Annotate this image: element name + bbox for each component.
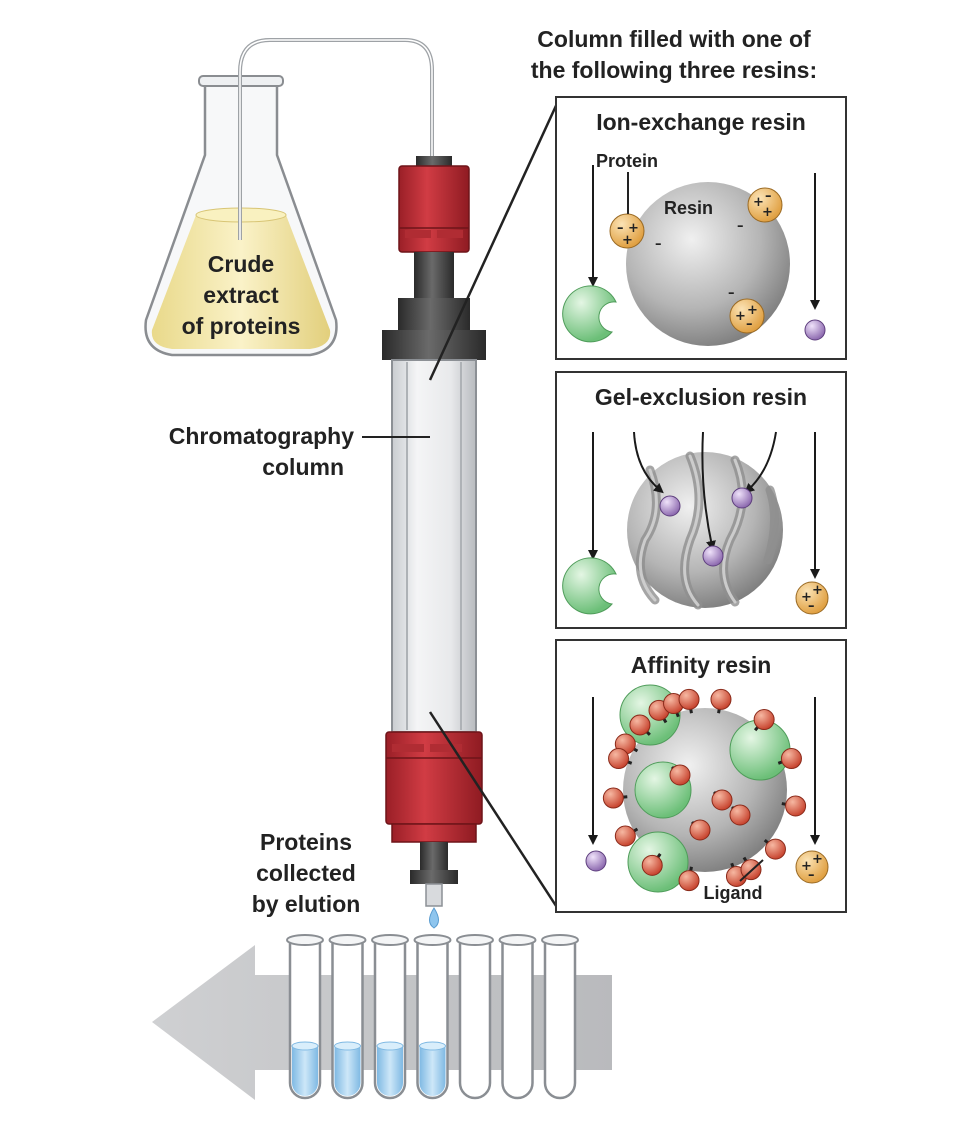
svg-text:+: + [801, 859, 812, 874]
chromatography-column [382, 156, 486, 929]
protein-label: Protein [596, 151, 658, 171]
svg-text:+: + [753, 195, 764, 210]
charged-protein: +– + [747, 187, 783, 223]
resin-negative-charge: – [737, 219, 744, 234]
filled-test-tube [413, 934, 452, 1100]
charged-protein: ++ – [795, 581, 829, 615]
ligand [641, 853, 663, 876]
empty-test-tube [498, 934, 537, 1100]
eluate-droplet [429, 907, 439, 929]
resin-negative-charge: – [728, 286, 735, 301]
small-protein [731, 487, 753, 509]
ligand [602, 787, 628, 809]
svg-text:+: + [801, 590, 812, 605]
ligand [629, 714, 651, 736]
empty-test-tube [541, 934, 579, 1100]
flow-arrow [633, 431, 664, 494]
connector-top [428, 96, 562, 381]
large-protein [562, 557, 617, 615]
small-protein [804, 319, 826, 341]
svg-text:–: – [808, 868, 815, 883]
ligand [753, 709, 775, 732]
header-line1: Column filled with one of [537, 26, 811, 52]
flask-label-line3: of proteins [182, 313, 301, 339]
svg-text:+: + [762, 205, 773, 220]
charged-protein: ++ – [729, 298, 765, 334]
filled-test-tube [286, 934, 324, 1100]
ligand [669, 764, 691, 786]
svg-text:+: + [622, 233, 633, 248]
ligand [710, 688, 732, 714]
bottom-red-cap [385, 731, 483, 843]
charged-protein: –+ + [609, 213, 645, 249]
ligand [763, 838, 786, 860]
affinity-title: Affinity resin [631, 652, 772, 678]
elution-label-line3: by elution [252, 891, 361, 917]
filled-test-tube [371, 934, 409, 1100]
svg-text:–: – [808, 599, 815, 614]
ion-exchange-panel: Ion-exchange resin Resin Protein – – – –… [555, 96, 847, 360]
flask-label-line1: Crude [208, 251, 274, 277]
small-protein [702, 545, 724, 567]
ligand [678, 688, 700, 714]
top-red-cap [398, 165, 470, 253]
svg-text:–: – [617, 221, 624, 236]
svg-text:–: – [746, 317, 753, 332]
flask-label-line2: extract [203, 282, 279, 308]
ligands [602, 688, 807, 892]
small-protein [585, 850, 607, 872]
resin-label: Resin [664, 198, 713, 218]
resin-negative-charge: – [655, 237, 662, 252]
flow-arrow [701, 431, 716, 551]
ligand [689, 819, 711, 841]
svg-text:–: – [765, 189, 772, 204]
ligand [777, 748, 802, 770]
svg-text:+: + [628, 221, 639, 236]
header-line2: the following three resins: [531, 57, 817, 83]
ligand [608, 748, 633, 770]
svg-text:+: + [735, 309, 746, 324]
column-glass [391, 359, 477, 733]
ligand-label: Ligand [704, 883, 763, 903]
gel-exclusion-title: Gel-exclusion resin [595, 384, 807, 410]
gel-exclusion-panel: Gel-exclusion resin ++ – [555, 371, 847, 629]
small-protein [659, 495, 681, 517]
column-label-line2: column [262, 454, 344, 480]
svg-text:+: + [812, 852, 823, 867]
flow-arrow [744, 431, 777, 494]
svg-text:+: + [747, 303, 758, 318]
affinity-panel: Affinity resin ++ – Ligand [555, 639, 847, 913]
ligand-label-leader [739, 859, 764, 882]
connector-bottom [428, 711, 562, 913]
elution-label-line2: collected [256, 860, 356, 886]
ligand [729, 804, 751, 826]
ligand [614, 825, 639, 847]
ligand [781, 795, 807, 817]
svg-text:+: + [812, 583, 823, 598]
charged-protein: ++ – [795, 850, 829, 884]
empty-test-tube [456, 934, 494, 1100]
ligand [711, 789, 733, 811]
ligand [678, 866, 700, 892]
crude-extract-liquid [151, 215, 331, 349]
column-label-line1: Chromatography [169, 423, 355, 449]
collection-tubes [286, 934, 579, 1100]
filled-test-tube [328, 934, 367, 1100]
ion-exchange-title: Ion-exchange resin [596, 109, 806, 135]
elution-label-line1: Proteins [260, 829, 352, 855]
large-protein [562, 285, 617, 343]
